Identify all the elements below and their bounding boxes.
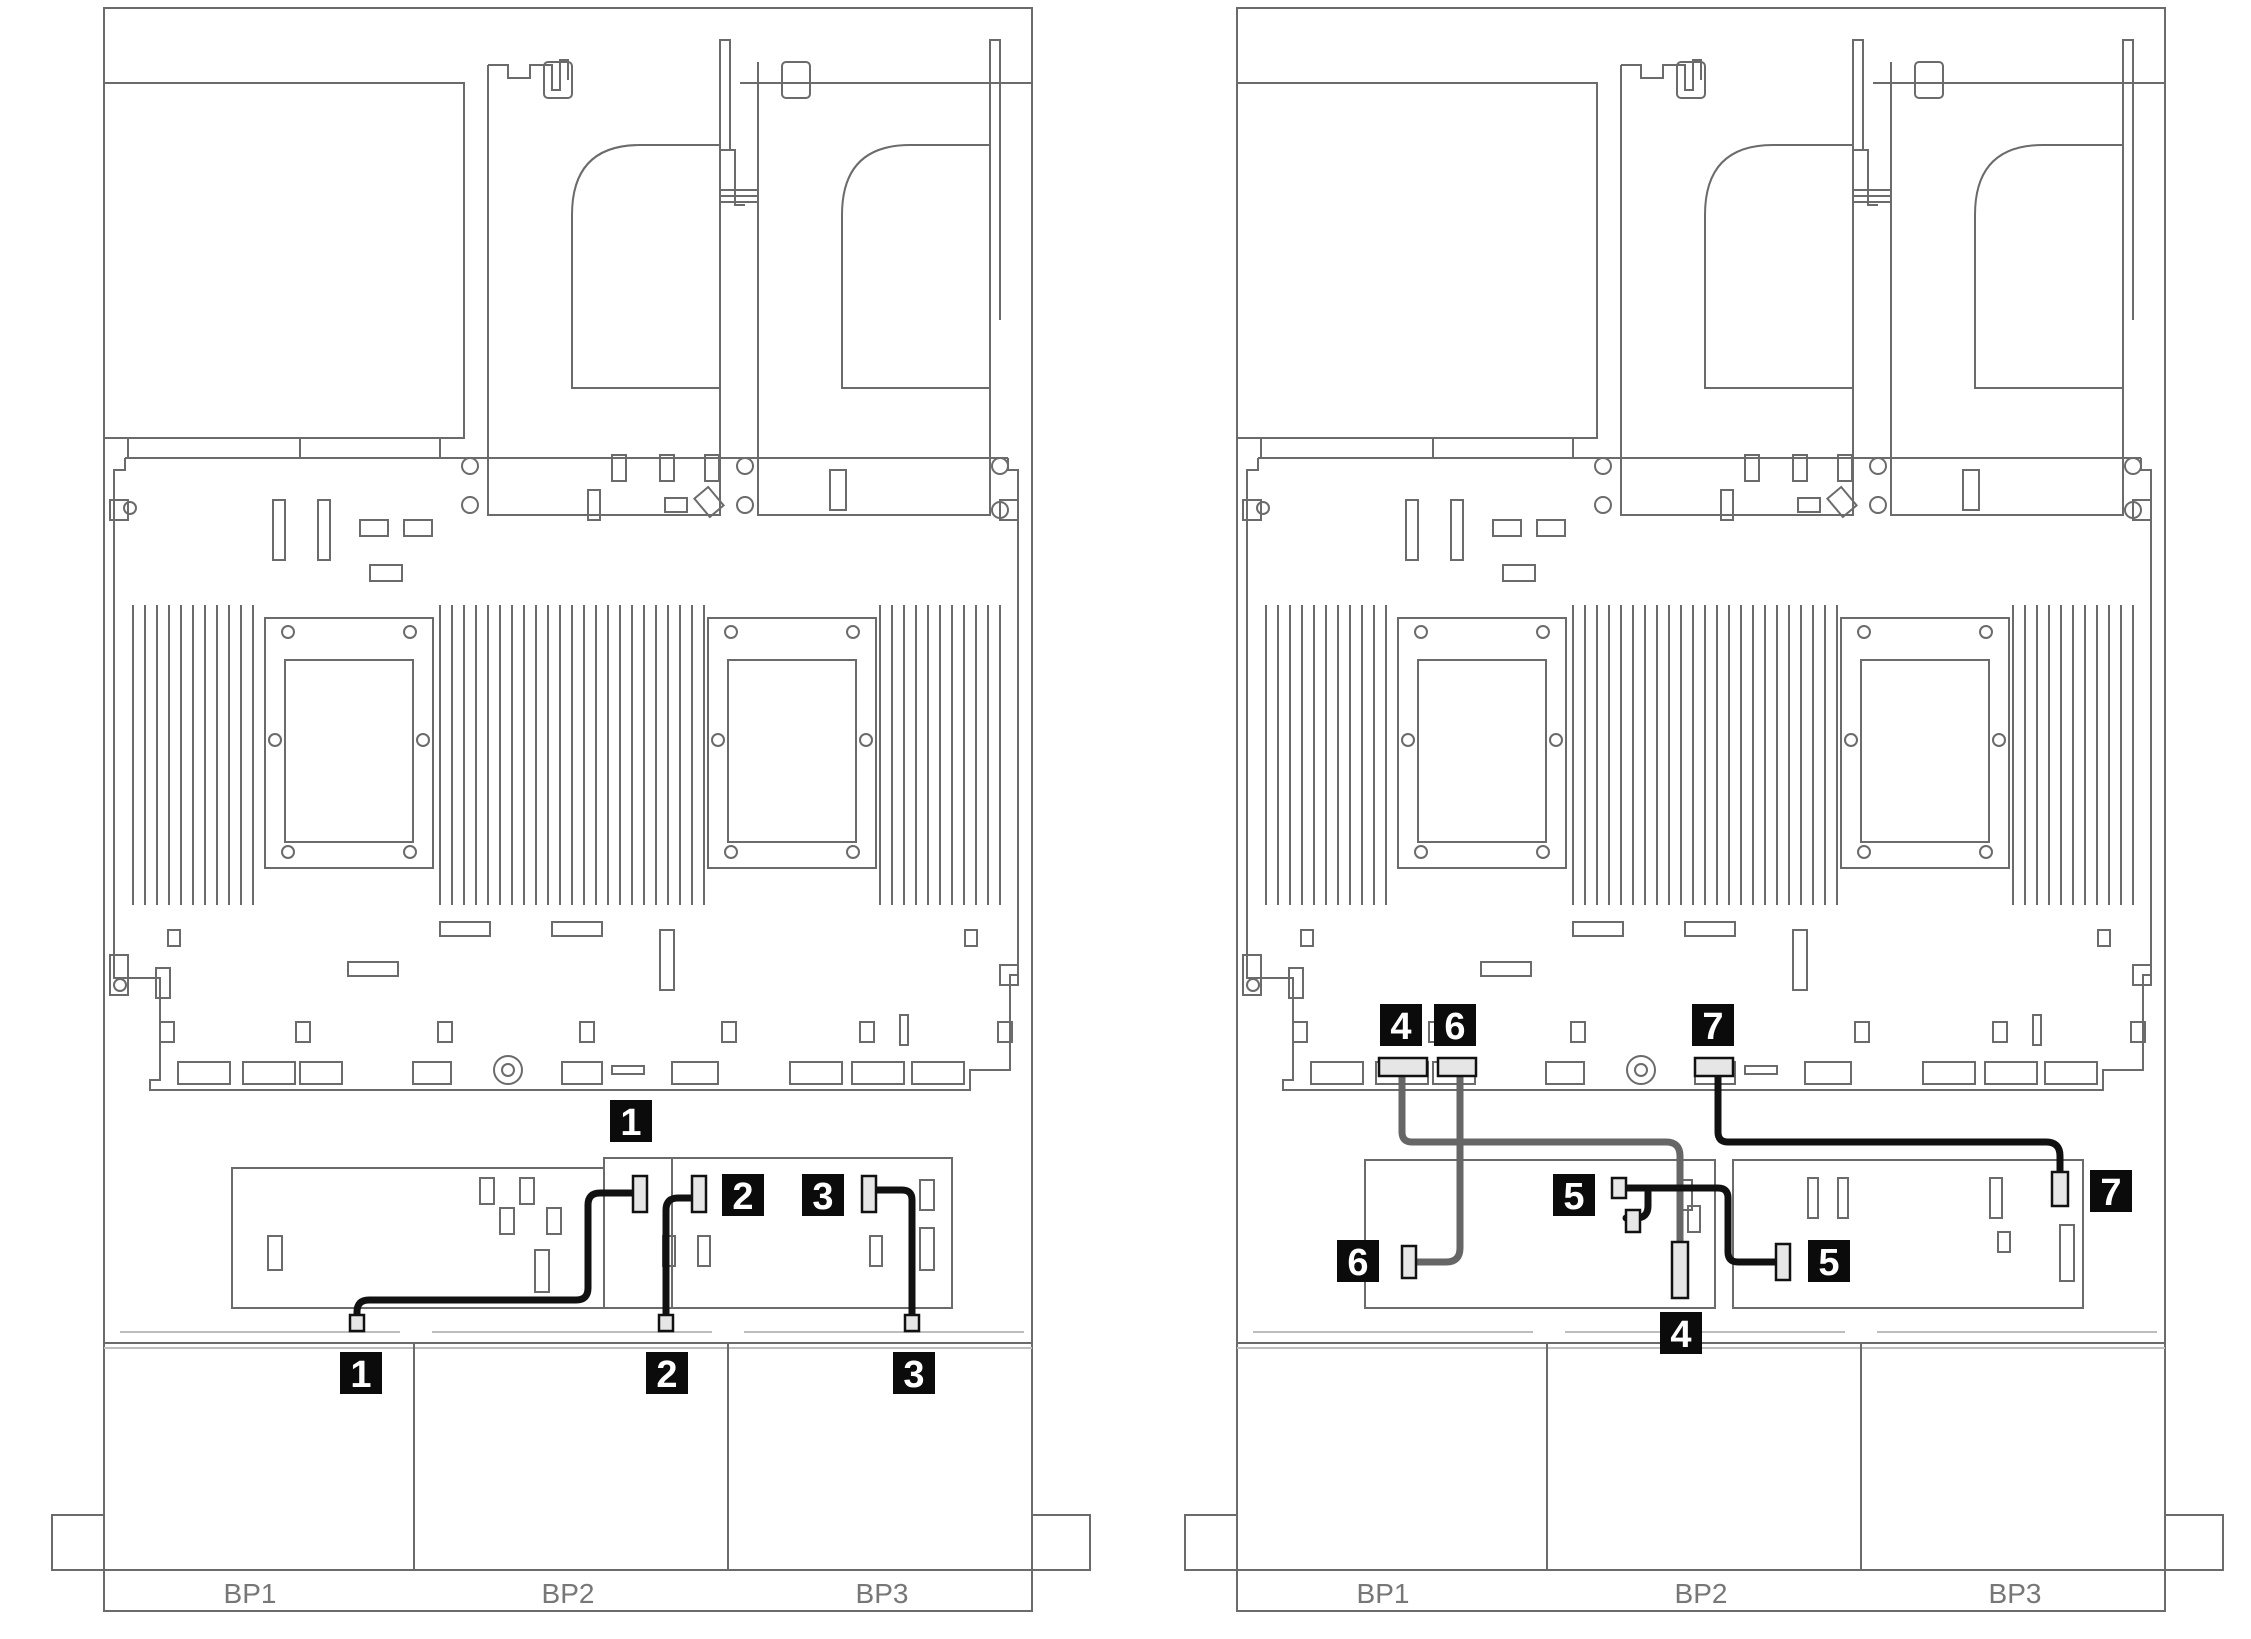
left-callout-3-bottom: 3 bbox=[893, 1352, 935, 1396]
right-callout-4-bottom: 4 bbox=[1660, 1312, 1702, 1356]
svg-text:7: 7 bbox=[2100, 1172, 2121, 1214]
connector bbox=[903, 1313, 921, 1333]
connector bbox=[1610, 1176, 1628, 1200]
connector bbox=[657, 1313, 675, 1333]
svg-text:5: 5 bbox=[1563, 1176, 1584, 1218]
cable-4 bbox=[1398, 1064, 1684, 1254]
svg-text:2: 2 bbox=[656, 1354, 677, 1396]
connector bbox=[348, 1313, 366, 1333]
connector bbox=[2050, 1170, 2070, 1208]
svg-text:3: 3 bbox=[903, 1354, 924, 1396]
cable-2 bbox=[662, 1194, 699, 1326]
left-bp1-label: BP1 bbox=[224, 1578, 277, 1609]
left-callout-2-top: 2 bbox=[722, 1174, 764, 1218]
right-cables bbox=[1377, 1056, 2070, 1300]
right-bp2-label: BP2 bbox=[1675, 1578, 1728, 1609]
right-midplane bbox=[1253, 1159, 2157, 1333]
svg-text:7: 7 bbox=[1702, 1006, 1723, 1048]
svg-text:2: 2 bbox=[732, 1176, 753, 1218]
left-midplane bbox=[120, 1157, 1024, 1333]
right-callout-4-top: 4 bbox=[1380, 1004, 1422, 1048]
left-cables bbox=[348, 1174, 921, 1333]
cable-5 bbox=[1622, 1184, 1782, 1266]
right-callout-7-top: 7 bbox=[1692, 1004, 1734, 1048]
connector bbox=[1774, 1242, 1792, 1282]
connector bbox=[1670, 1240, 1690, 1300]
connector bbox=[1377, 1056, 1429, 1078]
connector bbox=[1400, 1244, 1418, 1280]
left-bp2-label: BP2 bbox=[542, 1578, 595, 1609]
left-callout-1-top: 1 bbox=[610, 1100, 652, 1144]
svg-text:1: 1 bbox=[620, 1102, 641, 1144]
right-bp3-label: BP3 bbox=[1989, 1578, 2042, 1609]
svg-text:4: 4 bbox=[1670, 1314, 1691, 1356]
svg-text:4: 4 bbox=[1390, 1006, 1411, 1048]
cable-1 bbox=[353, 1189, 644, 1326]
left-callout-2-bottom: 2 bbox=[646, 1352, 688, 1396]
right-callout-5-right: 5 bbox=[1808, 1240, 1850, 1284]
connector bbox=[1693, 1056, 1735, 1078]
right-callout-6-bottom: 6 bbox=[1337, 1240, 1379, 1284]
right-callout-7-right: 7 bbox=[2090, 1170, 2132, 1214]
right-chassis bbox=[1184, 7, 2224, 1612]
svg-text:6: 6 bbox=[1347, 1242, 1368, 1284]
svg-text:1: 1 bbox=[350, 1354, 371, 1396]
svg-text:3: 3 bbox=[812, 1176, 833, 1218]
connector bbox=[1436, 1056, 1478, 1078]
svg-text:5: 5 bbox=[1818, 1242, 1839, 1284]
left-callout-3-top: 3 bbox=[802, 1174, 844, 1218]
left-bp3-label: BP3 bbox=[856, 1578, 909, 1609]
bp-labels: BP1 BP2 BP3 BP1 BP2 BP3 bbox=[224, 1578, 2042, 1609]
connector bbox=[690, 1174, 708, 1214]
right-callout-6-top: 6 bbox=[1434, 1004, 1476, 1048]
right-bp1-label: BP1 bbox=[1357, 1578, 1410, 1609]
left-callout-1-bottom: 1 bbox=[340, 1352, 382, 1396]
cable-6 bbox=[1408, 1064, 1464, 1266]
svg-text:6: 6 bbox=[1444, 1006, 1465, 1048]
connector bbox=[631, 1174, 649, 1214]
connector bbox=[860, 1174, 878, 1214]
callout-badges: 1 1 2 2 3 3 4 6 bbox=[340, 1004, 2132, 1396]
cable-7 bbox=[1714, 1064, 2064, 1182]
connector bbox=[1624, 1208, 1642, 1234]
cable-3 bbox=[868, 1186, 916, 1326]
right-callout-5-left: 5 bbox=[1553, 1174, 1595, 1218]
